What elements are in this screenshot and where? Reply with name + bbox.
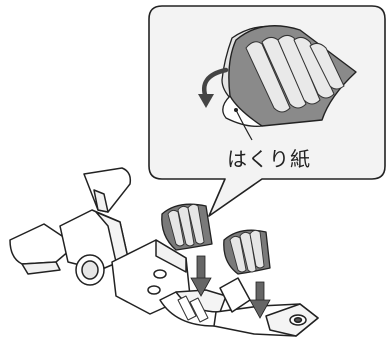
mount-assembly bbox=[10, 168, 318, 336]
backing-paper-label: はくり紙 bbox=[214, 143, 324, 172]
adhesive-pad-right bbox=[224, 230, 270, 274]
adhesive-pad-left bbox=[162, 204, 212, 250]
